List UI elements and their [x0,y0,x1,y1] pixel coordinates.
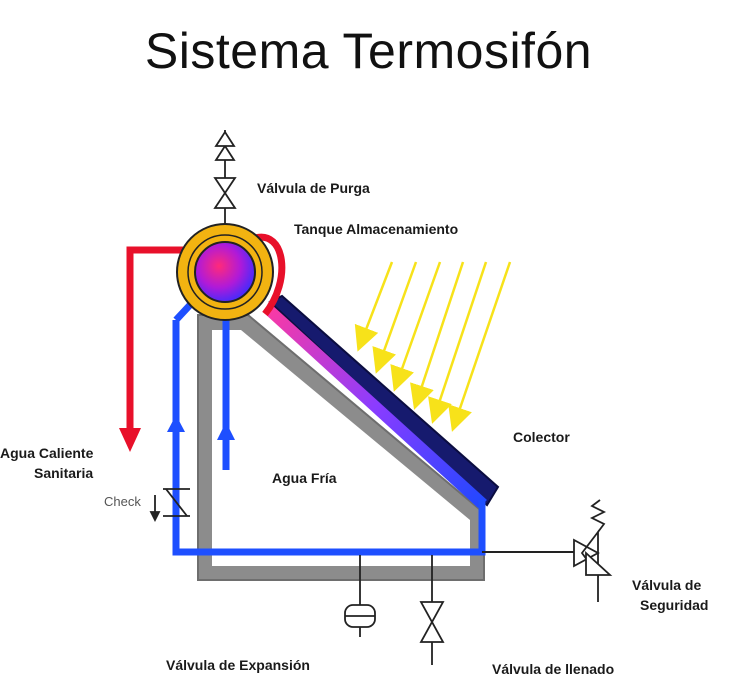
cold-inlet-arrow [217,422,235,440]
label-hot-water-line1: Agua Caliente [0,445,94,461]
label-safety-valve-line1: Válvula de [632,577,701,593]
cold-water-circuit [172,300,590,556]
label-check: Check [104,494,141,509]
label-filling-valve: Válvula de llenado [492,661,614,677]
label-cold-water: Agua Fría [272,470,337,486]
purge-valve [213,130,237,224]
hot-flow-arrow [119,428,141,452]
check-valve [149,488,190,523]
expansion-valve [344,555,376,637]
storage-tank [176,223,274,321]
label-purge-valve: Válvula de Purga [257,180,370,196]
page-title: Sistema Termosifón [144,23,593,79]
sun-rays [354,261,512,432]
support-frame [197,314,485,581]
filling-valve [419,555,445,665]
label-expansion-valve: Válvula de Expansión [166,657,310,673]
label-hot-water-line2: Sanitaria [34,465,93,481]
label-collector: Colector [513,429,570,445]
safety-valve [573,499,613,602]
cold-flow-arrow [167,415,185,432]
label-storage-tank: Tanque Almacenamiento [294,221,458,237]
label-safety-valve-line2: Seguridad [640,597,708,613]
